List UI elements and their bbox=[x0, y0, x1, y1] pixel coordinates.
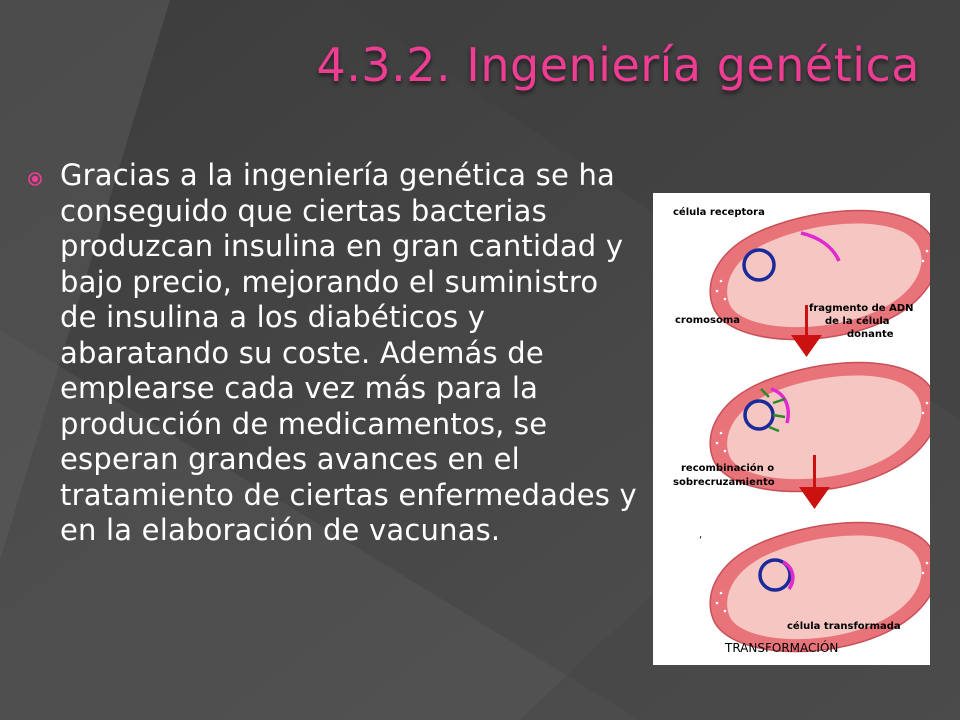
circle-bullet-icon bbox=[28, 172, 42, 186]
dna-fragment bbox=[770, 387, 790, 424]
label-transformed: célula transformada bbox=[787, 620, 901, 632]
receptor-cell bbox=[709, 209, 930, 341]
transformed-cell bbox=[709, 521, 930, 653]
page-title: 4.3.2. Ingeniería genética bbox=[316, 38, 920, 92]
label-transformation: TRANSFORMACIÓN bbox=[724, 640, 838, 655]
label-chromosome: cromosoma bbox=[675, 315, 740, 326]
dna-fragment bbox=[782, 560, 795, 591]
bullet-item: Gracias a la ingeniería genética se ha c… bbox=[24, 158, 639, 549]
diagram-svg: célula receptora cromosoma fragmento de … bbox=[673, 206, 930, 655]
label-fragment-line3: donante bbox=[847, 329, 894, 340]
body-text: Gracias a la ingeniería genética se ha c… bbox=[60, 158, 637, 547]
arrow-down-icon bbox=[791, 305, 822, 357]
chromosome-ring bbox=[742, 248, 776, 282]
label-recomb-line2: sobrecruzamiento bbox=[673, 477, 775, 488]
label-recomb-line1: recombinación o bbox=[681, 462, 774, 474]
label-fragment-line1: fragmento de ADN bbox=[809, 303, 913, 314]
dna-fragment bbox=[800, 231, 841, 262]
label-cell-receptor: célula receptora bbox=[673, 206, 765, 218]
chromosome-ring bbox=[758, 558, 792, 592]
label-fragment-line2: de la célula bbox=[825, 315, 890, 327]
recombination-marks bbox=[760, 388, 786, 433]
arrow-down-icon bbox=[799, 455, 830, 509]
stray-mark: ‘ bbox=[699, 535, 702, 546]
transformation-diagram: célula receptora cromosoma fragmento de … bbox=[653, 193, 930, 665]
